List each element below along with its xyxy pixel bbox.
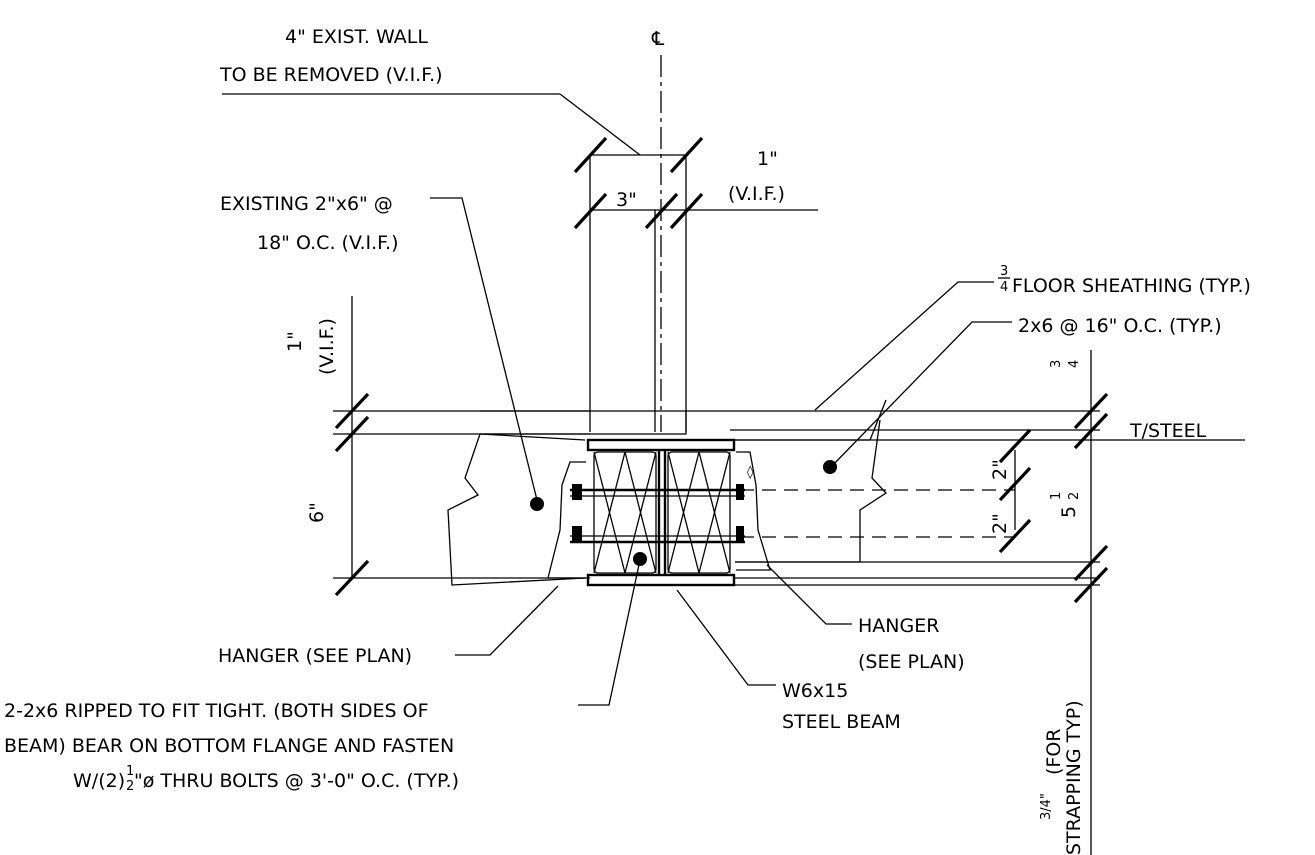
dim-3-4-den: 4: [1067, 360, 1082, 368]
steel-beam: ◊: [547, 438, 771, 587]
reference-lines: [333, 410, 1245, 586]
wall-leader: [222, 93, 641, 156]
hanger-left-label: HANGER (SEE PLAN): [218, 645, 412, 667]
note-leader-dot: [633, 552, 647, 566]
existing-joist-leader: [430, 197, 538, 501]
hanger-nail-mark: ◊: [747, 465, 754, 480]
floor-framing: [447, 399, 888, 586]
floor-sheathing-leader: [814, 281, 994, 411]
beam-label-line2: STEEL BEAM: [782, 711, 901, 733]
centerline-symbol: ℄: [651, 28, 665, 50]
strapping-frac: 3/4": [1039, 793, 1054, 820]
dim-5-den: 2: [1067, 492, 1082, 500]
existing-wall: [573, 136, 818, 432]
note-line2: BEAM) BEAR ON BOTTOM FLANGE AND FASTEN: [4, 735, 454, 757]
t-steel-label: T/STEEL: [1129, 420, 1207, 442]
existing-joist-line1: EXISTING 2"x6" @: [220, 193, 393, 215]
floor-sheathing-label: FLOOR SHEATHING (TYP.): [1012, 275, 1251, 297]
centerline: ℄: [651, 28, 665, 432]
note-line3-a: W/(2): [73, 770, 125, 792]
dim-3-wall: 3": [616, 189, 637, 211]
dim-3-4-num: 3: [1049, 360, 1064, 368]
note-line3-frac-den: 2: [126, 779, 134, 794]
strapping-line2: STRAPPING TYP): [1063, 700, 1085, 855]
hanger-right-leader: [766, 564, 852, 625]
new-joist-leader-dot: [823, 460, 837, 474]
note-line3-b: "ø THRU BOLTS @ 3'-0" O.C. (TYP.): [134, 770, 459, 792]
new-joist-leader: [829, 321, 1012, 469]
dim-1-top: 1": [757, 148, 778, 170]
dim-1-left: 1": [284, 331, 306, 352]
hanger-right-line1: HANGER: [858, 615, 939, 637]
dim-5-whole: 5: [1058, 506, 1080, 518]
right-dimensions: [740, 350, 1109, 855]
wall-label-line1: 4" EXIST. WALL: [285, 26, 428, 48]
floor-sheathing-frac-num: 3: [1000, 264, 1008, 279]
dim-2-upper: 2": [989, 459, 1011, 480]
new-joist-label: 2x6 @ 16" O.C. (TYP.): [1018, 315, 1222, 337]
dim-2-lower: 2": [989, 513, 1011, 534]
beam-label-line1: W6x15: [782, 680, 848, 702]
note-line1: 2-2x6 RIPPED TO FIT TIGHT. (BOTH SIDES O…: [4, 700, 429, 722]
dim-6: 6": [306, 502, 328, 523]
floor-sheathing-frac-den: 4: [1000, 280, 1008, 295]
dim-vif-top: (V.I.F.): [728, 183, 785, 205]
strapping-line1: (FOR: [1043, 729, 1065, 776]
left-dimensions: [334, 296, 370, 597]
dim-5-num: 1: [1049, 492, 1064, 500]
beam-leader: [676, 589, 776, 686]
existing-joist-line2: 18" O.C. (V.I.F.): [257, 232, 399, 254]
wall-label-line2: TO BE REMOVED (V.I.F.): [219, 64, 443, 86]
hanger-left-leader: [455, 585, 559, 656]
note-line3-frac-num: 1: [126, 764, 134, 779]
hanger-right-line2: (SEE PLAN): [858, 651, 965, 673]
dim-vif-left: (V.I.F.): [316, 318, 338, 375]
existing-joist-leader-dot: [530, 497, 544, 511]
note-leader: [578, 559, 641, 706]
